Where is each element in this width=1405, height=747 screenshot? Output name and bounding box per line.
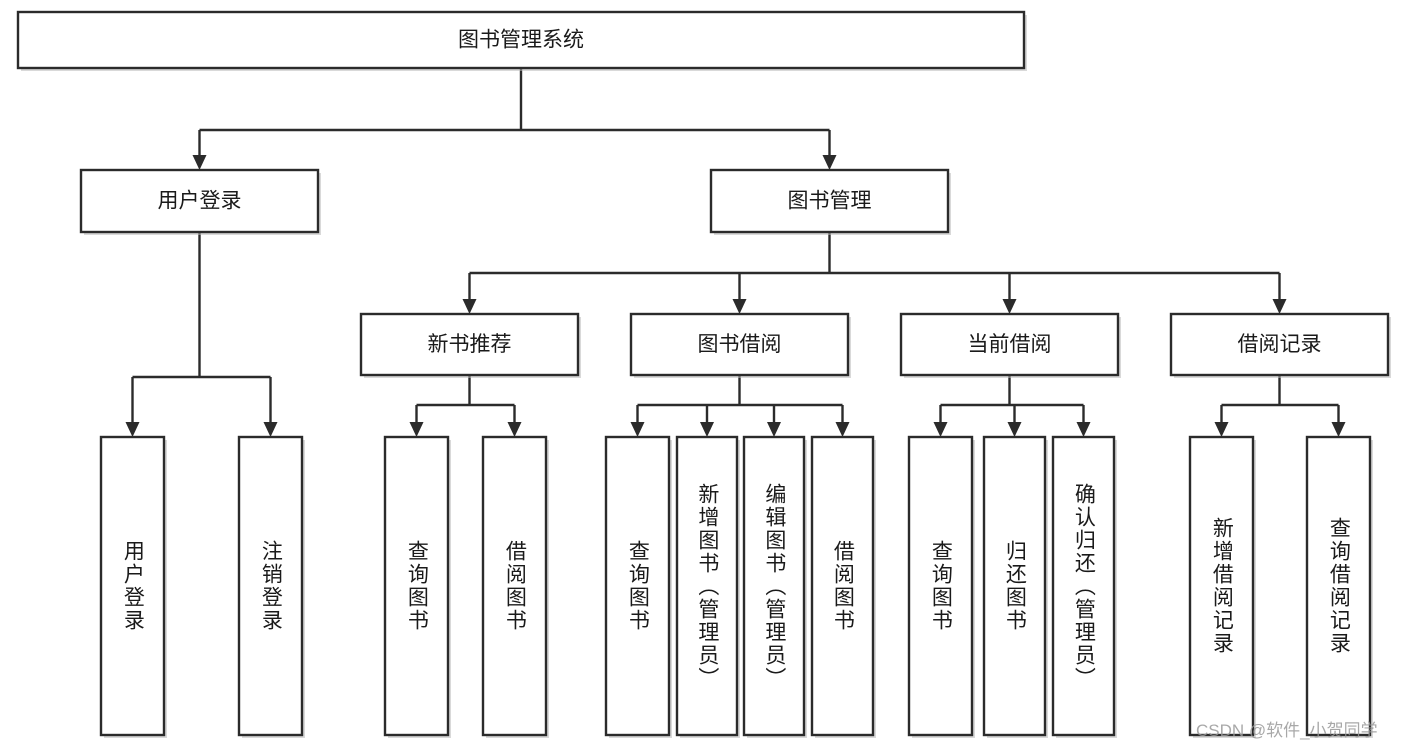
node-leaf-return-book[interactable] (982, 435, 1047, 737)
node-new-book-recommend-label: 新书推荐 (428, 333, 512, 356)
node-new-book-recommend[interactable] (359, 312, 580, 377)
node-leaf-query-record[interactable] (1305, 435, 1372, 737)
arrow-head-leaf-edit-book (767, 422, 781, 437)
arrow-head-borrow-record (1272, 299, 1287, 314)
node-boxes-layer (16, 10, 1391, 738)
node-leaf-user-logout[interactable] (237, 435, 304, 737)
node-leaf-add-book[interactable] (675, 435, 739, 737)
arrow-head-leaf-user-login (125, 422, 140, 437)
arrow-head-leaf-return-book (1007, 422, 1022, 437)
node-leaf-query-book-3[interactable] (907, 435, 974, 737)
node-current-borrow-label: 当前借阅 (968, 333, 1052, 356)
node-leaf-borrow-book-2[interactable] (810, 435, 875, 737)
node-user-login-label: 用户登录 (158, 190, 242, 213)
node-root-label: 图书管理系统 (458, 29, 584, 52)
node-leaf-edit-book[interactable] (742, 435, 806, 737)
arrow-head-leaf-query-book-1 (409, 422, 424, 437)
arrow-head-book-manage (822, 155, 837, 170)
arrow-head-leaf-add-book (700, 422, 714, 437)
arrow-head-new-book-recommend (462, 299, 477, 314)
node-book-manage-label: 图书管理 (788, 190, 872, 213)
node-book-borrow-label: 图书借阅 (698, 333, 782, 356)
arrow-head-leaf-query-book-2 (630, 422, 645, 437)
arrow-head-leaf-confirm-return (1076, 422, 1091, 437)
node-leaf-user-login[interactable] (99, 435, 166, 737)
node-leaf-query-book-2[interactable] (604, 435, 671, 737)
node-leaf-add-record[interactable] (1188, 435, 1255, 737)
node-book-borrow[interactable] (629, 312, 850, 377)
node-leaf-confirm-return[interactable] (1051, 435, 1116, 737)
node-book-manage[interactable] (709, 168, 950, 234)
node-user-login[interactable] (79, 168, 320, 234)
arrow-head-leaf-add-record (1214, 422, 1229, 437)
arrow-head-current-borrow (1002, 299, 1017, 314)
arrow-head-leaf-query-book-3 (933, 422, 948, 437)
arrow-head-leaf-borrow-book-2 (835, 422, 850, 437)
node-leaf-query-book-1[interactable] (383, 435, 450, 737)
node-borrow-record-label: 借阅记录 (1238, 333, 1322, 356)
arrow-head-leaf-borrow-book-1 (507, 422, 522, 437)
arrow-head-user-login (192, 155, 207, 170)
node-current-borrow[interactable] (899, 312, 1120, 377)
arrow-head-book-borrow (732, 299, 747, 314)
node-borrow-record[interactable] (1169, 312, 1390, 377)
node-leaf-borrow-book-1[interactable] (481, 435, 548, 737)
node-root[interactable] (16, 10, 1026, 70)
arrow-head-leaf-user-logout (263, 422, 278, 437)
connectors-layer (125, 68, 1346, 437)
arrow-head-leaf-query-record (1331, 422, 1346, 437)
